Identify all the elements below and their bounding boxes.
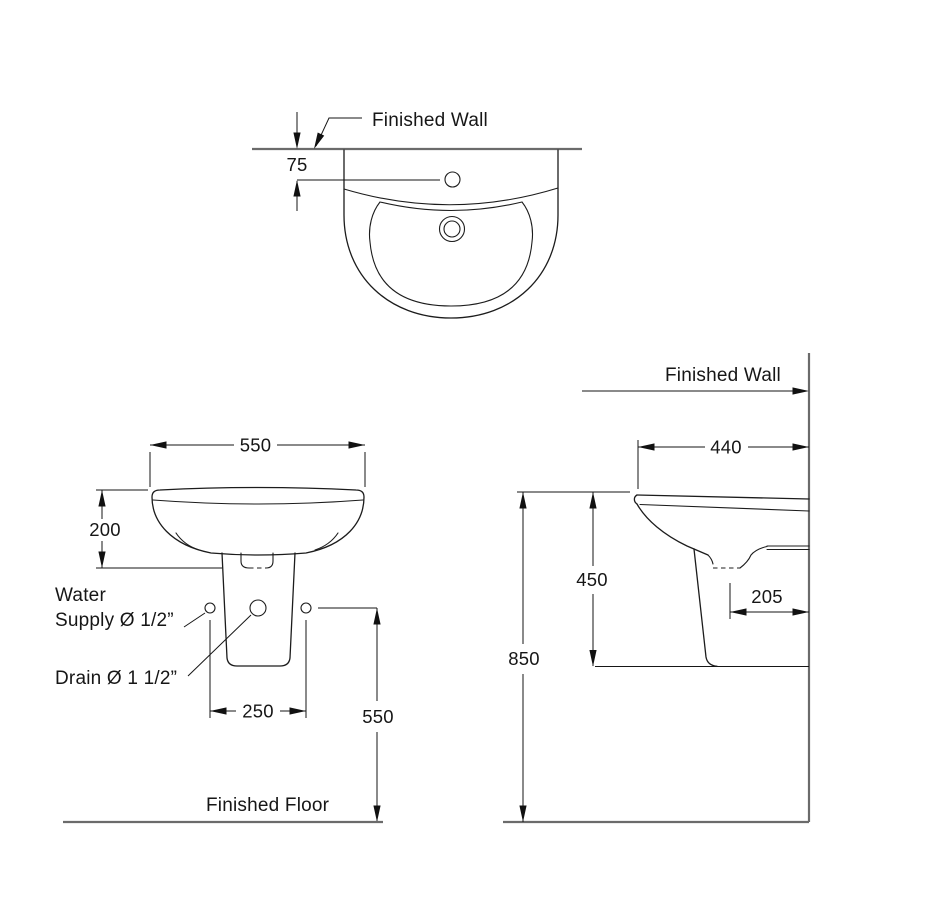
- drain-recess-right: [739, 545, 768, 569]
- dim-drain-to-wall: 205: [729, 583, 809, 619]
- arrowhead: [792, 387, 809, 395]
- dim-text: 250: [242, 701, 273, 722]
- drain-label: Drain Ø 1 1/2”: [55, 668, 177, 689]
- arrowhead: [150, 441, 167, 449]
- arrowhead: [289, 707, 306, 715]
- finished-wall-callout: Finished Wall: [582, 365, 809, 395]
- leader-line: [187, 614, 252, 677]
- finished-wall-label: Finished Wall: [665, 365, 781, 386]
- front-view: 550 200 250 550: [55, 435, 394, 824]
- basin-deck-edge: [343, 187, 559, 206]
- arrowhead: [210, 707, 227, 715]
- dim-text: 850: [508, 648, 539, 669]
- water-supply-label-line1: Water: [55, 585, 106, 606]
- arrowhead: [792, 443, 809, 451]
- dim-text: 550: [362, 706, 393, 727]
- basin-outline-front: [151, 486, 365, 556]
- finished-floor-label: Finished Floor: [206, 795, 330, 816]
- drain-callout: Drain Ø 1 1/2”: [55, 614, 252, 689]
- dim-text: 450: [576, 569, 607, 590]
- arrowhead: [589, 492, 597, 509]
- dim-basin-height: 200: [89, 489, 222, 569]
- drain-inner-ring: [443, 220, 461, 238]
- pedestal-recess-left: [240, 552, 250, 569]
- drain-hole: [249, 599, 267, 617]
- finished-wall-callout: Finished Wall: [310, 110, 488, 151]
- basin-front-nose: [633, 494, 638, 505]
- top-view: 75 Finished Wall: [252, 110, 582, 319]
- basin-top-edge: [636, 494, 810, 500]
- water-supply-hole-right: [300, 602, 312, 614]
- water-supply-label-line2: Supply Ø 1/2”: [55, 610, 174, 631]
- leader-line: [183, 612, 206, 628]
- leader-line: [315, 117, 362, 147]
- basin-rim-line: [152, 499, 364, 505]
- arrowhead: [519, 805, 527, 822]
- basin-deck-line: [639, 503, 810, 512]
- pedestal-recess-right: [265, 552, 274, 569]
- dim-text: 200: [89, 519, 120, 540]
- basin-front-face: [636, 503, 695, 550]
- arrowhead: [589, 650, 597, 667]
- dim-text: 550: [240, 435, 271, 456]
- basin-underside: [693, 548, 709, 556]
- arrowhead: [792, 608, 809, 616]
- arrowhead: [98, 551, 106, 568]
- dim-wall-to-faucet: 75: [287, 112, 440, 211]
- arrowhead: [348, 441, 365, 449]
- drain-outer-ring: [438, 215, 466, 243]
- dim-width: 550: [149, 435, 366, 487]
- arrowhead: [373, 608, 381, 625]
- drain-recess-left: [707, 554, 714, 565]
- arrowhead: [98, 490, 106, 507]
- water-supply-callout: Water Supply Ø 1/2”: [55, 585, 206, 631]
- arrowhead: [519, 492, 527, 509]
- pedestal-outline-front: [221, 552, 296, 667]
- basin-outline-plan: [343, 149, 559, 319]
- dim-text: 205: [751, 586, 782, 607]
- dim-text: 75: [287, 154, 308, 175]
- basin-corner-detail-right: [314, 532, 339, 551]
- finished-wall-label: Finished Wall: [372, 110, 488, 131]
- dim-text: 440: [710, 437, 741, 458]
- arrowhead: [373, 805, 381, 822]
- arrowhead: [293, 180, 301, 197]
- water-supply-hole-left: [204, 602, 216, 614]
- side-view: Finished Wall 440: [503, 353, 811, 824]
- basin-bowl: [368, 201, 534, 307]
- dim-rim-to-pedestal-bottom: 450: [576, 492, 608, 667]
- arrowhead: [730, 608, 747, 616]
- arrowhead: [638, 443, 655, 451]
- basin-corner-detail-left: [175, 532, 200, 551]
- arrowhead: [293, 132, 301, 149]
- dim-supply-height: 550: [318, 607, 394, 822]
- dim-depth: 440: [637, 437, 809, 489]
- faucet-hole: [444, 171, 461, 188]
- dim-supply-spacing: 250: [209, 620, 307, 722]
- pedestal-outline-side: [693, 548, 718, 667]
- dim-rim-height: 850: [508, 491, 630, 822]
- arrowhead: [310, 132, 325, 151]
